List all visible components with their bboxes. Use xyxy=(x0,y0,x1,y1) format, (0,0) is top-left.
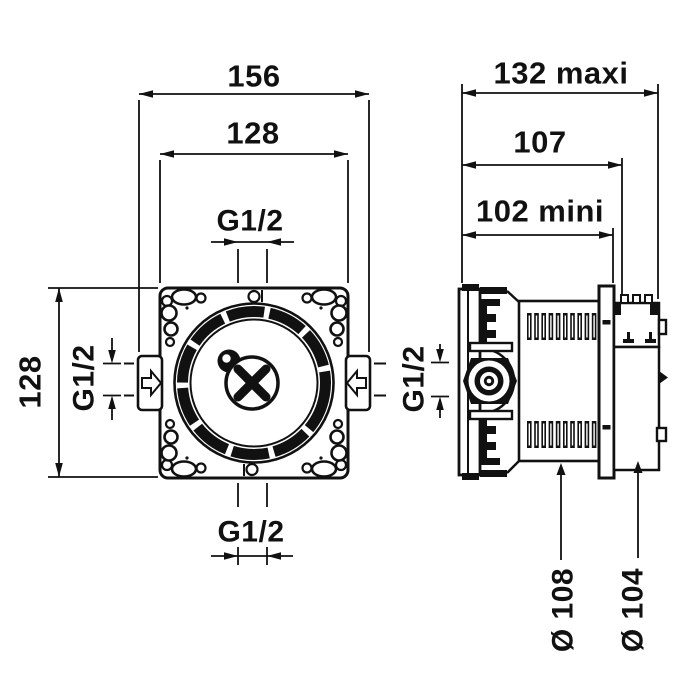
protection-cap xyxy=(612,294,668,472)
dim-left-connection: G1/2 xyxy=(68,338,121,420)
rib-band-bottom xyxy=(527,421,597,448)
dim-156-label: 156 xyxy=(227,59,280,94)
flange-plate xyxy=(597,284,616,480)
dim-side-connection: G1/2 xyxy=(398,344,449,418)
g12-side-label: G1/2 xyxy=(398,345,431,412)
leader-body-diameter: Ø 108 xyxy=(547,463,580,652)
dim-107-label: 107 xyxy=(513,125,566,160)
dim-128-left-label: 128 xyxy=(13,355,48,408)
dim-depth-mid-107: 107 xyxy=(462,125,623,296)
dia-104-label: Ø 104 xyxy=(617,568,650,652)
front-view xyxy=(124,286,386,480)
plate-center-holes xyxy=(243,289,263,477)
left-port-tab xyxy=(124,354,164,412)
dim-102mini-label: 102 mini xyxy=(476,194,604,229)
flow-arrow-left-icon xyxy=(345,368,367,398)
dim-body-height-128: 128 xyxy=(13,287,158,478)
right-port-tab xyxy=(344,354,386,412)
leader-cap-diameter: Ø 104 xyxy=(617,461,650,652)
dim-overall-width-156: 156 xyxy=(138,59,370,352)
dim-body-width-128: 128 xyxy=(159,116,349,283)
dim-bottom-connection: G1/2 xyxy=(211,483,293,565)
dim-top-connection: G1/2 xyxy=(211,205,294,283)
dim-depth-min-102: 102 mini xyxy=(462,194,614,283)
g12-left-label: G1/2 xyxy=(68,344,101,411)
dim-132maxi-label: 132 maxi xyxy=(494,56,629,91)
retaining-ring xyxy=(173,302,335,464)
flow-arrow-right-icon xyxy=(141,368,163,398)
dim-depth-max-132: 132 maxi xyxy=(461,56,659,299)
side-inlet-port xyxy=(463,341,517,421)
g12-top-label: G1/2 xyxy=(216,205,283,238)
valve-center-icon xyxy=(217,349,280,411)
side-view xyxy=(457,284,668,480)
dim-128-top-label: 128 xyxy=(226,116,279,151)
valve-body xyxy=(517,299,604,463)
rib-band-top xyxy=(527,313,597,340)
dia-108-label: Ø 108 xyxy=(547,568,580,652)
g12-bottom-label: G1/2 xyxy=(217,516,284,549)
